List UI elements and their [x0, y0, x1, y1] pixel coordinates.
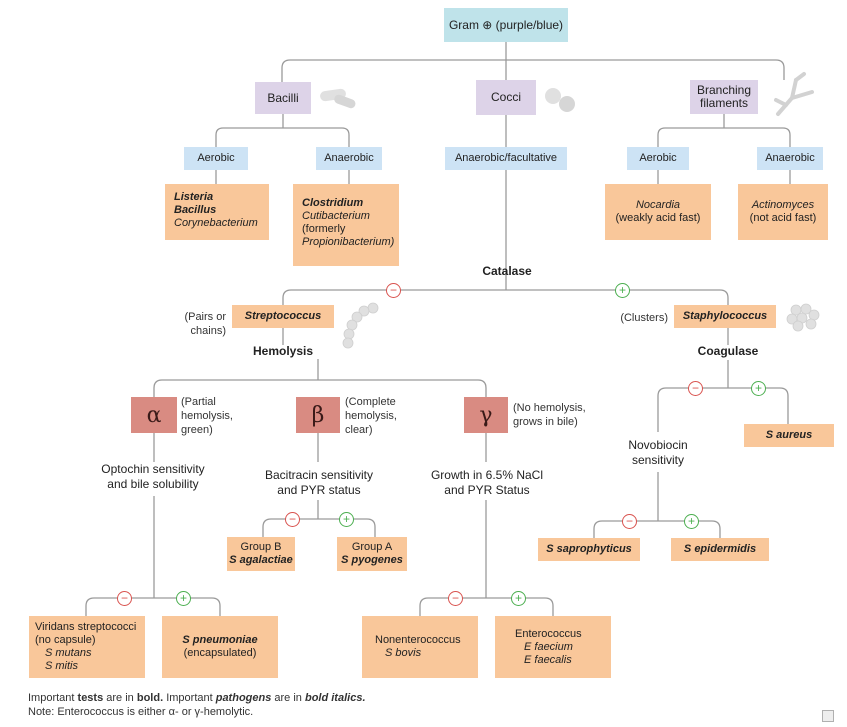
footer-legend: Important tests are in bold. Important p… — [28, 692, 366, 718]
branching-filaments-box: Branching filaments — [690, 80, 758, 114]
strep-arrangement-note: (Pairs or chains) — [184, 311, 226, 337]
bacilli-anaerobic-organisms: Clostridium Cutibacterium (formerly Prop… — [293, 184, 399, 266]
beta-plus-icon: + — [339, 512, 354, 527]
alpha-minus-icon: − — [117, 591, 132, 606]
branching-anaerobic: Anaerobic — [757, 147, 823, 170]
cocci-anaerobic-facultative: Anaerobic/facultative — [445, 147, 567, 170]
branching-filament-icon — [774, 72, 814, 116]
actinomyces-box: Actinomyces (not acid fast) — [738, 184, 828, 240]
bacilli-shape-icon — [320, 88, 356, 109]
nonenterococcus-box: Nonenterococcus S bovis — [362, 616, 478, 678]
coagulase-test-label: Coagulase — [697, 344, 759, 358]
hemolysis-test-label: Hemolysis — [252, 344, 314, 358]
expand-icon[interactable] — [822, 710, 834, 722]
bacilli-aerobic-organisms: Listeria Bacillus Corynebacterium — [165, 184, 269, 240]
s-aureus-box: S aureus — [744, 424, 834, 447]
gamma-minus-icon: − — [448, 591, 463, 606]
branching-aerobic: Aerobic — [627, 147, 689, 170]
novobiocin-minus-icon: − — [622, 514, 637, 529]
cocci-shape-icon — [545, 88, 575, 112]
enterococcus-box: Enterococcus E faecium E faecalis — [495, 616, 611, 678]
beta-minus-icon: − — [285, 512, 300, 527]
gamma-plus-icon: + — [511, 591, 526, 606]
catalase-plus-icon: + — [615, 283, 630, 298]
staphylococcus-box: Staphylococcus — [674, 305, 776, 328]
s-saprophyticus-box: S saprophyticus — [538, 538, 640, 561]
beta-hemolysis-box: β — [296, 397, 340, 433]
pneumoniae-box: S pneumoniae(encapsulated) — [162, 616, 278, 678]
s-epidermidis-box: S epidermidis — [671, 538, 769, 561]
catalase-minus-icon: − — [386, 283, 401, 298]
gamma-hemolysis-note: (No hemolysis,grows in bile) — [513, 402, 586, 428]
gram-positive-root: Gram ⊕ (purple/blue) — [444, 8, 568, 42]
bacilli-aerobic: Aerobic — [184, 147, 248, 170]
streptococcus-chain-icon — [342, 302, 379, 349]
novobiocin-plus-icon: + — [684, 514, 699, 529]
gamma-hemolysis-box: γ — [464, 397, 508, 433]
bacilli-box: Bacilli — [255, 82, 311, 114]
streptococcus-box: Streptococcus — [232, 305, 334, 328]
alpha-hemolysis-box: α — [131, 397, 177, 433]
alpha-plus-icon: + — [176, 591, 191, 606]
nocardia-box: Nocardia (weakly acid fast) — [605, 184, 711, 240]
viridans-box: Viridans streptococci (no capsule) S mut… — [29, 616, 145, 678]
coagulase-minus-icon: − — [688, 381, 703, 396]
staph-arrangement-note: (Clusters) — [620, 312, 668, 324]
bacilli-anaerobic: Anaerobic — [316, 147, 382, 170]
catalase-test-label: Catalase — [482, 264, 532, 278]
coagulase-plus-icon: + — [751, 381, 766, 396]
cocci-box: Cocci — [476, 80, 536, 115]
staphylococcus-cluster-icon — [786, 303, 820, 332]
